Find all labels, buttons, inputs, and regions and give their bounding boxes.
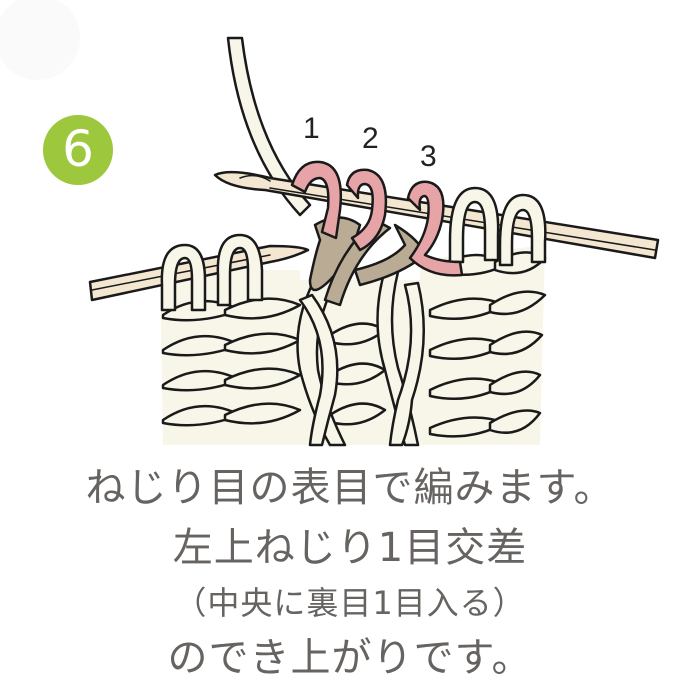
caption-line-3: （中央に裏目1目入る） (174, 584, 526, 622)
left-needle-loops (160, 233, 264, 312)
knitting-illustration (88, 36, 660, 447)
stitch-label-2: 2 (362, 122, 379, 155)
highlighted-stitches (290, 160, 464, 277)
caption-line-4: のでき上がりです。 (167, 635, 533, 681)
right-needle-loops (448, 186, 547, 267)
step-number: 6 (62, 120, 94, 178)
stitch-label-3: 3 (420, 140, 437, 173)
working-yarn (226, 36, 312, 217)
caption-line-2: 左上ねじり1目交差 (172, 525, 528, 571)
caption-line-1: ねじり目の表目で編みます。 (85, 465, 615, 511)
twisted-columns (296, 268, 425, 447)
background-blob (0, 0, 80, 80)
stitch-label-1: 1 (303, 112, 320, 145)
step-number-badge: 6 (43, 115, 113, 185)
